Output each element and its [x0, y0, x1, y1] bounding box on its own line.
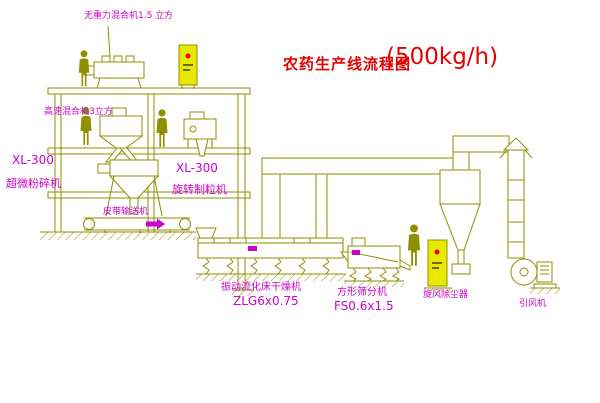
pulverizer-hopper-machine — [97, 159, 163, 217]
gravity-mixer-machine — [83, 25, 145, 89]
indicator-dot — [185, 53, 191, 59]
diagram-title: 农药生产线流程图 — [283, 55, 412, 73]
label-pulverizer-name: 超微粉碎机 — [6, 177, 61, 190]
fluid-bed-dryer-machine — [195, 173, 359, 281]
label-sieve-model: FS0.6x1.5 — [334, 299, 394, 313]
exhaust-duct — [261, 157, 458, 175]
square-sieve-machine — [344, 237, 411, 287]
cyclone-separator-machine — [439, 135, 510, 275]
worker-icon — [156, 109, 168, 147]
rain-cap — [502, 137, 530, 151]
label-high-speed-mixer: 高速混合机3立方 — [44, 107, 113, 117]
control-cabinet-right — [424, 239, 452, 294]
label-fan: 引风机 — [519, 299, 547, 309]
belt-conveyor-machine — [83, 217, 191, 233]
label-sieve-name: 方形筛分机 — [337, 287, 387, 298]
label-dryer-model: ZLG6x0.75 — [233, 294, 299, 308]
label-gravity-mixer: 无重力混合机1.5 立方 — [84, 11, 174, 21]
worker-icon — [407, 224, 421, 266]
label-granulator-name: 旋转制粒机 — [172, 183, 227, 196]
indicator-dot — [434, 249, 440, 255]
control-cabinet-top — [178, 44, 198, 89]
label-cyclone: 旋风除尘器 — [423, 290, 469, 300]
vibration-motor-mark — [352, 250, 360, 255]
label-pulverizer-model: XL-300 — [12, 153, 54, 167]
induced-draft-fan-machine — [510, 258, 560, 294]
vibration-motor-mark — [248, 246, 257, 251]
label-belt-conveyor: 皮带输送机 — [103, 207, 149, 217]
worker-icon — [78, 50, 90, 87]
label-granulator-model: XL-300 — [176, 161, 218, 175]
rotary-granulator-machine — [183, 111, 217, 157]
flow-arrow — [146, 218, 165, 230]
exhaust-stack — [499, 137, 533, 259]
high-speed-mixer-machine — [98, 107, 144, 163]
diagram-capacity: (500kg/h) — [386, 44, 499, 70]
label-dryer-name: 振动流化床干燥机 — [221, 282, 301, 293]
